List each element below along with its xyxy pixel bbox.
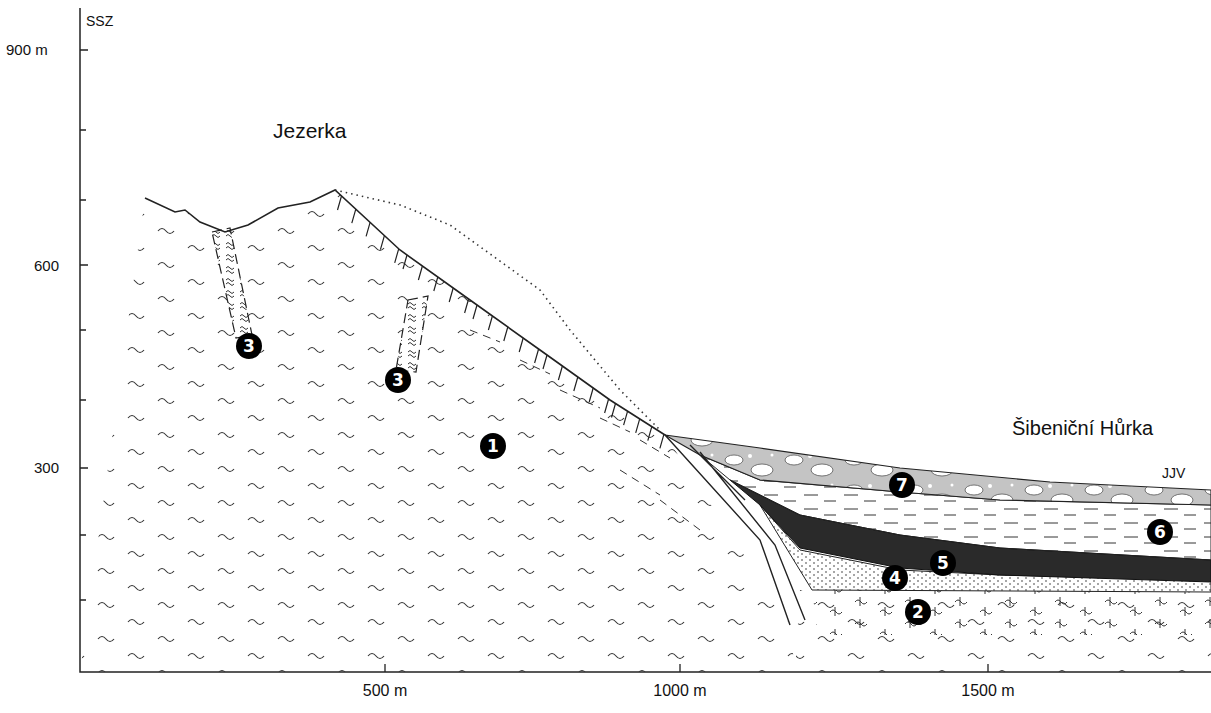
callout-number: 4 bbox=[882, 565, 908, 591]
axis-label: Šibeniční Hůrka bbox=[1012, 418, 1153, 438]
slope-hatching bbox=[338, 196, 664, 448]
axis-label: 900 m bbox=[6, 42, 48, 57]
axis-label: Jezerka bbox=[273, 120, 347, 141]
axis-label: 1000 m bbox=[653, 683, 706, 699]
callout-number: 6 bbox=[1147, 519, 1173, 545]
callout-number: 2 bbox=[905, 599, 931, 625]
axis-label: SSZ bbox=[86, 14, 113, 28]
callout-number: 3 bbox=[385, 367, 411, 393]
callout-number: 3 bbox=[236, 333, 262, 359]
axis-label: 1500 m bbox=[961, 683, 1014, 699]
callout-number: 5 bbox=[930, 550, 956, 576]
callout-number: 7 bbox=[889, 472, 915, 498]
axis-label: JJV bbox=[1162, 466, 1185, 480]
axis-label: 600 bbox=[34, 258, 59, 273]
axis-label: 500 m bbox=[363, 683, 407, 699]
axis-label: 300 bbox=[34, 460, 59, 475]
callout-number: 1 bbox=[480, 433, 506, 459]
